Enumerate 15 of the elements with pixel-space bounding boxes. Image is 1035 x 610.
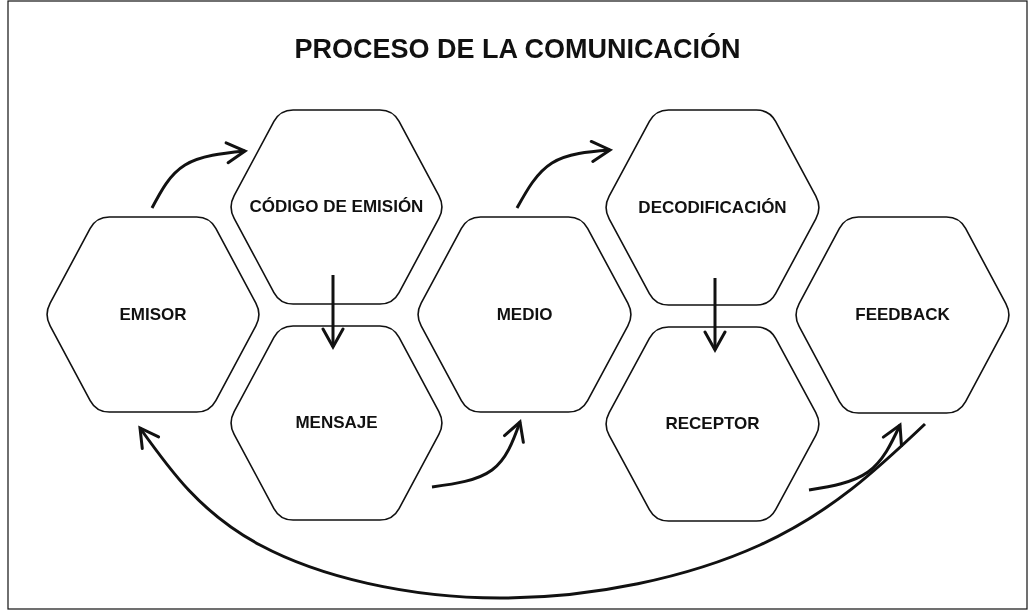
arrow (808, 423, 903, 492)
arrow (431, 420, 525, 489)
node-label: MEDIO (496, 304, 553, 324)
node-label: EMISOR (119, 304, 187, 324)
diagram-title: PROCESO DE LA COMUNICACIÓN (294, 34, 741, 65)
arrow (321, 275, 345, 349)
node-label: CÓDIGO DE EMISIÓN (249, 197, 424, 216)
arrow (515, 139, 612, 209)
node-label: FEEDBACK (855, 305, 950, 324)
node-label: MENSAJE (295, 413, 378, 432)
arrow (150, 141, 247, 209)
arrow (703, 278, 727, 352)
node-label: RECEPTOR (665, 414, 760, 433)
node-label: DECODIFICACIÓN (638, 197, 787, 217)
arrow (138, 422, 927, 600)
